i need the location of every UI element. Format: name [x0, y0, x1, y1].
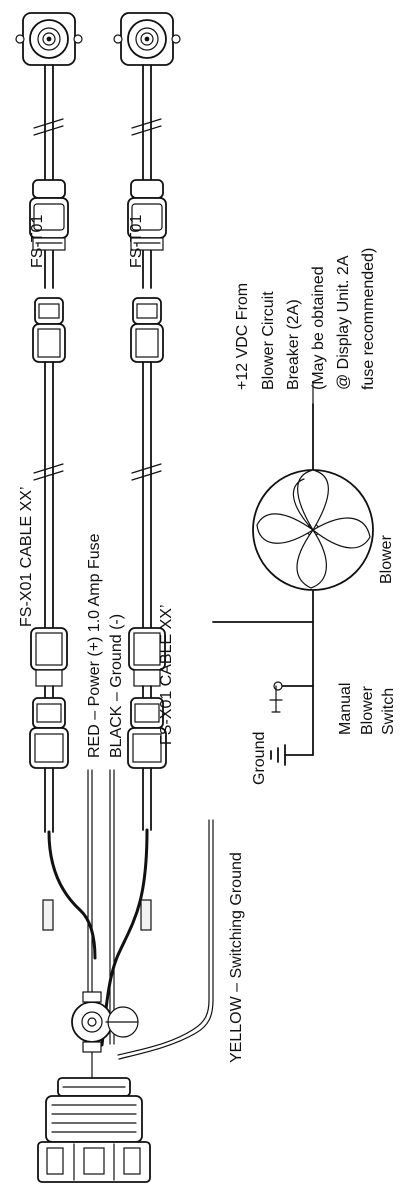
- blower-circuit: [212, 381, 374, 766]
- power-label-line-6: fuse recommended): [360, 248, 377, 390]
- sensor-left-label: FS-T01: [29, 215, 46, 268]
- switch-label-line-1: Manual: [337, 683, 354, 735]
- main-plug: [37, 1077, 151, 1183]
- red-wire-label: RED – Power (+) 1.0 Amp Fuse: [86, 533, 103, 758]
- power-label-line-4: (May be obtained: [310, 266, 327, 390]
- ground-label: Ground: [251, 732, 268, 785]
- cable-right-label: FS-X01 CABLE XX’: [158, 605, 175, 746]
- cable-right-upper: [130, 297, 164, 629]
- power-label-line-5: @ Display Unit. 2A: [335, 255, 352, 390]
- sensor-right: [113, 12, 181, 289]
- sensor-left: [15, 12, 83, 289]
- fuse-holder: [71, 991, 139, 1079]
- power-label-line-1: +12 VDC From: [234, 283, 251, 390]
- black-wire-label: BLACK – Ground (-): [108, 614, 125, 758]
- cable-left-lower: [29, 627, 69, 769]
- sensor-right-label: FS-T01: [128, 215, 145, 268]
- switch-label-line-2: Blower: [359, 685, 376, 735]
- switch-label-line-3: Switch: [380, 688, 397, 735]
- power-label-line-2: Blower Circuit: [260, 291, 277, 390]
- yellow-wire-label: YELLOW – Switching Ground: [228, 852, 245, 1063]
- cable-right-lower: [127, 627, 167, 769]
- cable-left-label: FS-X01 CABLE XX’: [18, 487, 35, 628]
- power-label-line-3: Breaker (2A): [285, 299, 302, 390]
- cable-left-upper: [32, 297, 66, 629]
- blower-label: Blower: [378, 534, 395, 584]
